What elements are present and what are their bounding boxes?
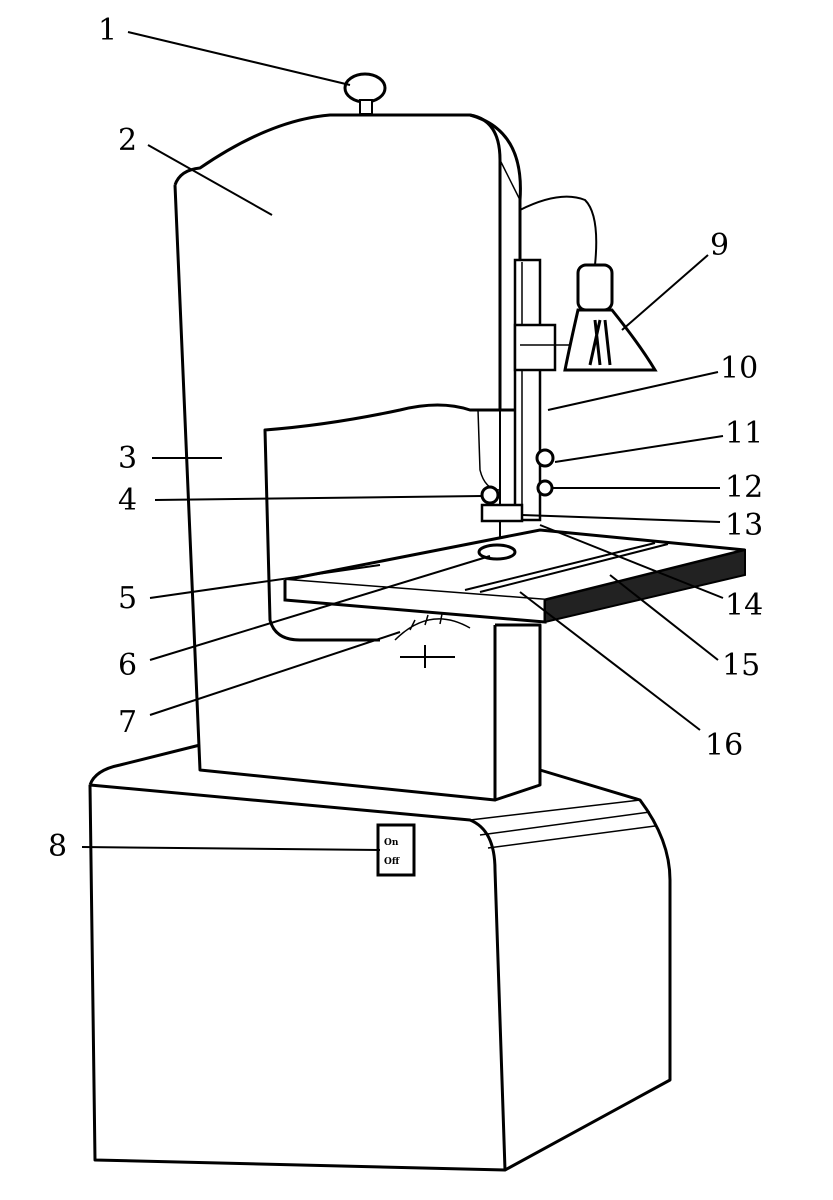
part-labels: 1 2 3 4 5 6 7 8 9 10 11 12 13 14 15 16	[48, 13, 763, 864]
label-6: 6	[118, 648, 137, 683]
label-15: 15	[722, 648, 760, 683]
leader-lines	[81, 31, 724, 851]
label-14: 14	[725, 588, 763, 623]
label-2: 2	[118, 123, 137, 158]
label-3: 3	[118, 441, 137, 476]
tension-knob	[343, 72, 387, 115]
power-switch: On Off	[376, 823, 416, 877]
cabinet-base	[88, 743, 672, 1172]
switch-on-label: On	[384, 838, 399, 848]
label-12: 12	[725, 470, 763, 505]
switch-off-label: Off	[384, 857, 400, 867]
label-9: 9	[710, 228, 729, 263]
label-11: 11	[725, 416, 763, 451]
label-5: 5	[118, 581, 137, 616]
label-1: 1	[98, 13, 117, 48]
label-4: 4	[118, 483, 137, 518]
label-8: 8	[48, 829, 67, 864]
label-7: 7	[118, 705, 137, 740]
label-16: 16	[705, 728, 743, 763]
label-13: 13	[725, 508, 763, 543]
label-10: 10	[720, 351, 758, 386]
saw-frame	[173, 113, 542, 802]
work-lamp	[519, 195, 658, 372]
blade-guide-post	[477, 258, 580, 560]
